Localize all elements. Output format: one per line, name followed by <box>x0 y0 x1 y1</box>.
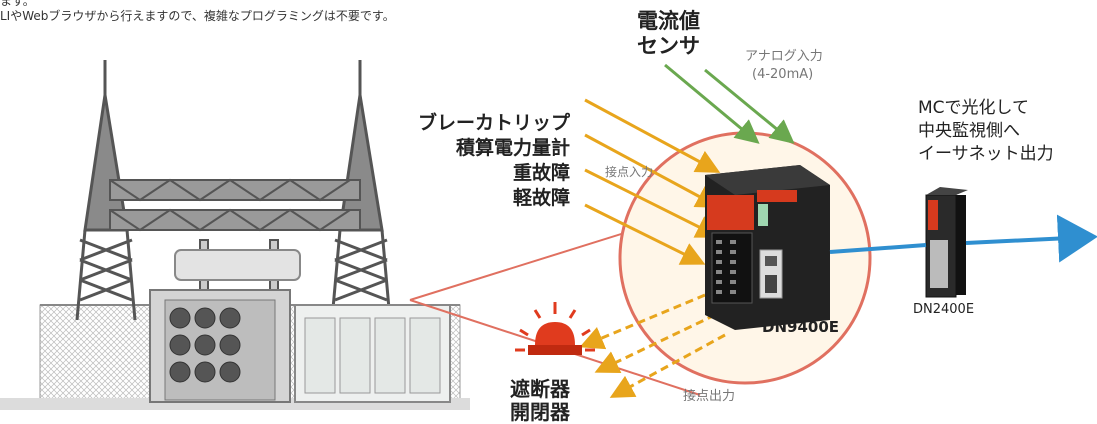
analog-range-label: (4-20mA) <box>752 67 814 82</box>
mc-text-line1: MCで光化して <box>918 98 1030 118</box>
breaker-label-line2: 開閉器 <box>510 400 570 424</box>
breaker-label-line1: 遮断器 <box>510 377 570 401</box>
ethernet-output-arrow <box>965 214 1097 263</box>
controller-name: DN9400E <box>762 318 839 336</box>
input-label-minor-fault: 軽故障 <box>512 187 570 209</box>
substation-illustration <box>0 60 470 410</box>
contact-output-arrows <box>579 293 726 398</box>
intro-text-line1: ます。 <box>0 0 35 8</box>
fiber-link-line <box>829 243 927 254</box>
mc-text-line3: イーサネット出力 <box>918 144 1054 164</box>
analog-input-arrows <box>664 63 795 144</box>
sensor-label-line1: 電流値 <box>637 9 700 33</box>
sensor-label-line2: センサ <box>637 34 700 58</box>
dn9400e-device <box>705 165 830 330</box>
input-label-energy-meter: 積算電力量計 <box>455 137 570 159</box>
alarm-light-icon <box>515 302 595 355</box>
input-label-major-fault: 重故障 <box>512 162 570 184</box>
intro-text-line2: LIやWebブラウザから行えますので、複雑なプログラミングは不要です。 <box>0 9 395 23</box>
mc-text-line2: 中央監視側へ <box>918 121 1020 141</box>
analog-input-label: アナログ入力 <box>745 49 823 64</box>
contact-output-label: 接点出力 <box>683 389 736 404</box>
input-label-breaker-trip: ブレーカトリップ <box>417 112 570 134</box>
contact-input-label: 接点入力 <box>605 165 654 179</box>
converter-name: DN2400E <box>913 302 975 317</box>
contact-input-arrows <box>584 98 721 265</box>
dn2400e-device <box>925 187 968 298</box>
